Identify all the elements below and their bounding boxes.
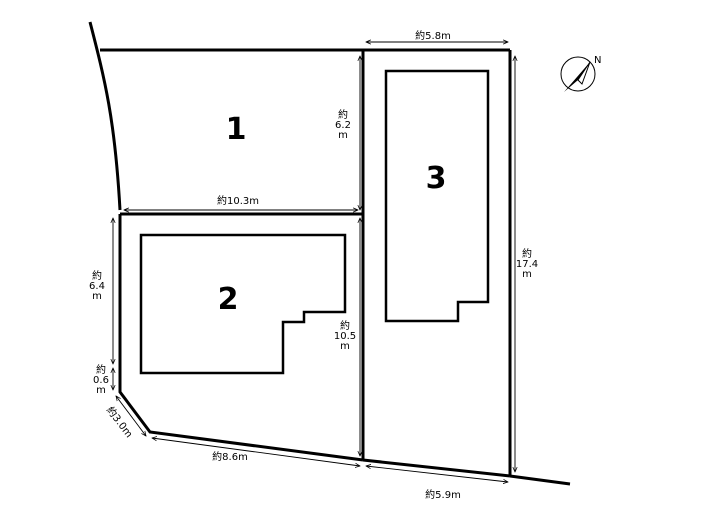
dim-chamfer: 約3.0m bbox=[104, 404, 136, 440]
north-label: N bbox=[594, 55, 601, 66]
lot-number-2: 2 bbox=[218, 282, 239, 317]
dim-lot2-bottom: 約8.6m bbox=[212, 450, 248, 463]
dimension-lines bbox=[113, 42, 515, 482]
lot-number-1: 1 bbox=[226, 112, 247, 147]
dim-lot3-bottom: 約5.9m bbox=[425, 488, 461, 501]
lot-boundaries bbox=[100, 48, 512, 478]
dim-lot1-depth-unit: m bbox=[338, 130, 348, 141]
dim-lot2-right-value: 10.5 bbox=[334, 331, 356, 342]
dim-lot1-depth-value: 6.2 bbox=[335, 120, 351, 131]
dim-lot3-right-unit: m bbox=[522, 269, 532, 280]
dim-lot3-right-value: 17.4 bbox=[516, 259, 538, 270]
dim-lot3-right-prefix: 約 bbox=[522, 247, 532, 260]
dim-lot3-top: 約5.8m bbox=[415, 29, 451, 42]
dim-lot2-right-unit: m bbox=[340, 341, 350, 352]
dim-lot2-left-small-prefix: 約 bbox=[96, 363, 106, 376]
dim-lot2-left-value: 6.4 bbox=[89, 281, 105, 292]
dim-lot2-left-unit: m bbox=[92, 291, 102, 302]
dim-lot2-left-small-value: 0.6 bbox=[93, 375, 109, 386]
building-lot-2 bbox=[139, 233, 347, 375]
building-lot-3 bbox=[384, 69, 490, 323]
dim-lot1-depth-prefix: 約 bbox=[338, 108, 348, 121]
dim-lot2-left-prefix: 約 bbox=[92, 269, 102, 282]
road-edge-line bbox=[509, 474, 571, 486]
dim-lot2-right-prefix: 約 bbox=[340, 319, 350, 332]
dim-lot2-left-small-unit: m bbox=[96, 385, 106, 396]
road-curve-line bbox=[88, 21, 122, 211]
north-compass-icon: N bbox=[560, 55, 601, 92]
lot-number-3: 3 bbox=[426, 161, 447, 196]
dim-boundary-12: 約10.3m bbox=[217, 194, 259, 207]
